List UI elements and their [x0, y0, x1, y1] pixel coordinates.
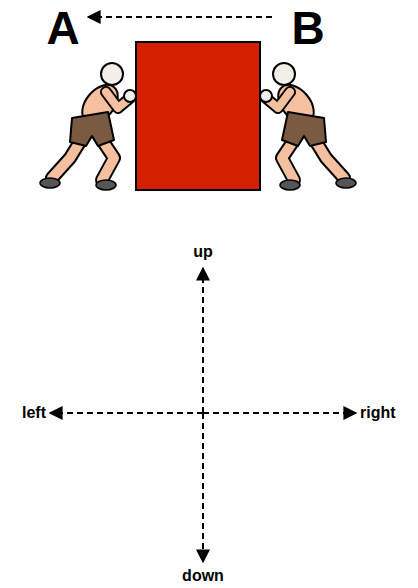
person-left: [40, 63, 136, 190]
head: [101, 63, 123, 85]
left-arrow: [50, 412, 203, 414]
direction-label: up: [193, 244, 213, 260]
right-arrow: [203, 412, 356, 414]
person-label: A: [46, 5, 79, 51]
red-box: [136, 42, 260, 190]
down-arrow: [202, 413, 204, 562]
person-label: B: [291, 5, 324, 51]
push-arrow: [88, 16, 272, 18]
person-right: [260, 63, 356, 190]
direction-label: down: [182, 568, 224, 584]
foot: [96, 180, 116, 190]
hand: [124, 90, 136, 102]
direction-label: right: [360, 405, 396, 421]
foot: [40, 178, 60, 188]
shorts: [70, 112, 114, 146]
up-arrow: [202, 268, 204, 413]
direction-label: left: [22, 405, 46, 421]
